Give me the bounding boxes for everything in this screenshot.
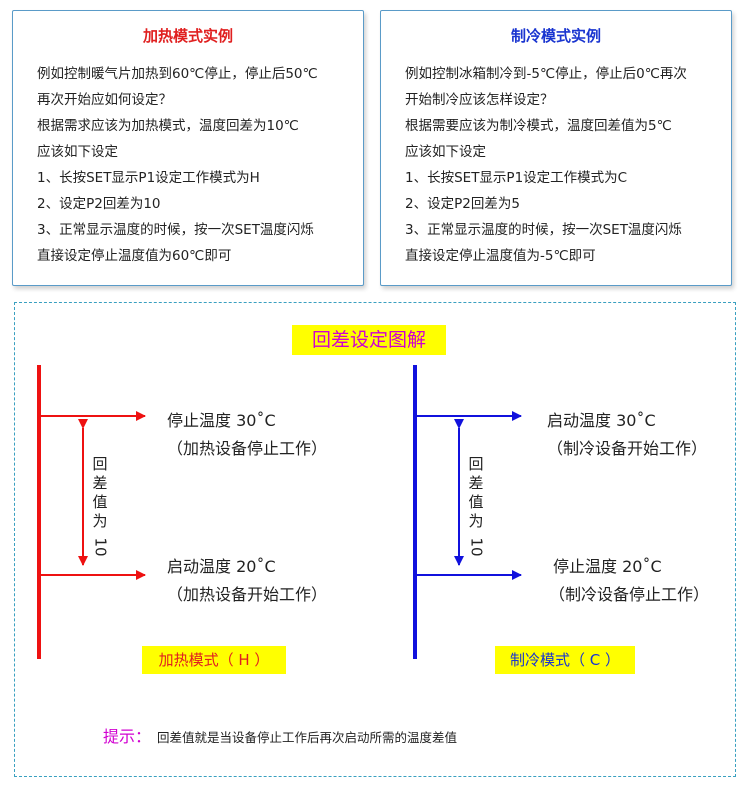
cooling-lower-label: 停止温度 20˚C [553, 557, 662, 576]
heating-example-card: 加热模式实例 例如控制暖气片加热到60℃停止，停止后50℃ 再次开始应如何设定？… [12, 10, 364, 286]
heating-diff-char-2: 差 [92, 474, 108, 492]
heating-lower-label: 启动温度 20˚C [167, 557, 276, 576]
cooling-line-4: 应该如下设定 [405, 144, 486, 160]
cooling-line-6: 2、设定P2回差为5 [405, 196, 520, 212]
hysteresis-diagram: 回差设定图解 停止温度 30˚C （加热设备停止工作） 启动温度 20˚C （加… [14, 302, 736, 777]
cooling-card-body: 例如控制冰箱制冷到-5℃停止，停止后0℃再次 开始制冷应该怎样设定？ 根据需要应… [405, 61, 717, 269]
heating-line-1: 例如控制暖气片加热到60℃停止，停止后50℃ [37, 66, 318, 82]
heating-card-body: 例如控制暖气片加热到60℃停止，停止后50℃ 再次开始应如何设定？ 根据需求应该… [37, 61, 349, 269]
cooling-line-2: 开始制冷应该怎样设定？ [405, 92, 554, 108]
heating-diff-char-1: 回 [92, 455, 108, 473]
heating-diff-char-3: 值 [92, 493, 108, 511]
heating-mode-label: 加热模式（ H ） [142, 646, 286, 674]
heating-line-3: 根据需求应该为加热模式，温度回差为10℃ [37, 118, 299, 134]
cooling-diff-char-3: 值 [468, 493, 484, 511]
tip-row: 提示： 回差值就是当设备停止工作后再次启动所需的温度差值 [103, 723, 457, 747]
cooling-diff-char-1: 回 [468, 455, 484, 473]
heating-line-2: 再次开始应如何设定？ [37, 92, 172, 108]
cooling-diff-label: 回 差 值 为 10 [467, 455, 486, 557]
heating-card-title: 加热模式实例 [142, 27, 233, 45]
cooling-line-5: 1、长按SET显示P1设定工作模式为C [405, 170, 628, 186]
cooling-lower-sub: （制冷设备停止工作） [549, 585, 710, 604]
cooling-line-3: 根据需要应该为制冷模式，温度回差值为5℃ [405, 118, 672, 134]
cooling-upper-sub: （制冷设备开始工作） [547, 439, 708, 458]
cooling-line-8: 直接设定停止温度值为-5℃即可 [405, 248, 596, 264]
tip-text: 回差值就是当设备停止工作后再次启动所需的温度差值 [157, 730, 458, 745]
heating-line-6: 2、设定P2回差为10 [37, 196, 161, 212]
cooling-diff-char-4: 为 [468, 512, 484, 530]
cooling-line-7: 3、正常显示温度的时候，按一次SET温度闪烁 [405, 222, 682, 238]
diagram-arrows [37, 365, 522, 659]
heating-lower-sub: （加热设备开始工作） [167, 585, 328, 604]
heating-diff-label: 回 差 值 为 10 [91, 455, 110, 557]
cooling-diff-char-2: 差 [468, 474, 484, 492]
cooling-line-1: 例如控制冰箱制冷到-5℃停止，停止后0℃再次 [405, 66, 687, 82]
heating-line-4: 应该如下设定 [37, 144, 118, 160]
heating-line-8: 直接设定停止温度值为60℃即可 [37, 248, 232, 264]
cooling-diff-char-5: 10 [467, 537, 486, 557]
heating-upper-sub: （加热设备停止工作） [167, 439, 328, 458]
tip-label: 提示： [103, 727, 152, 746]
heating-line-7: 3、正常显示温度的时候，按一次SET温度闪烁 [37, 222, 314, 238]
cooling-mode-label: 制冷模式（ C ） [495, 646, 635, 674]
heating-upper-label: 停止温度 30˚C [167, 411, 276, 430]
heating-line-5: 1、长按SET显示P1设定工作模式为H [37, 170, 260, 186]
cooling-card-title: 制冷模式实例 [510, 27, 601, 45]
heating-diff-char-4: 为 [92, 512, 108, 530]
cooling-example-card: 制冷模式实例 例如控制冰箱制冷到-5℃停止，停止后0℃再次 开始制冷应该怎样设定… [380, 10, 732, 286]
heating-diff-char-5: 10 [91, 537, 110, 557]
diagram-title: 回差设定图解 [292, 325, 446, 355]
cooling-upper-label: 启动温度 30˚C [547, 411, 656, 430]
